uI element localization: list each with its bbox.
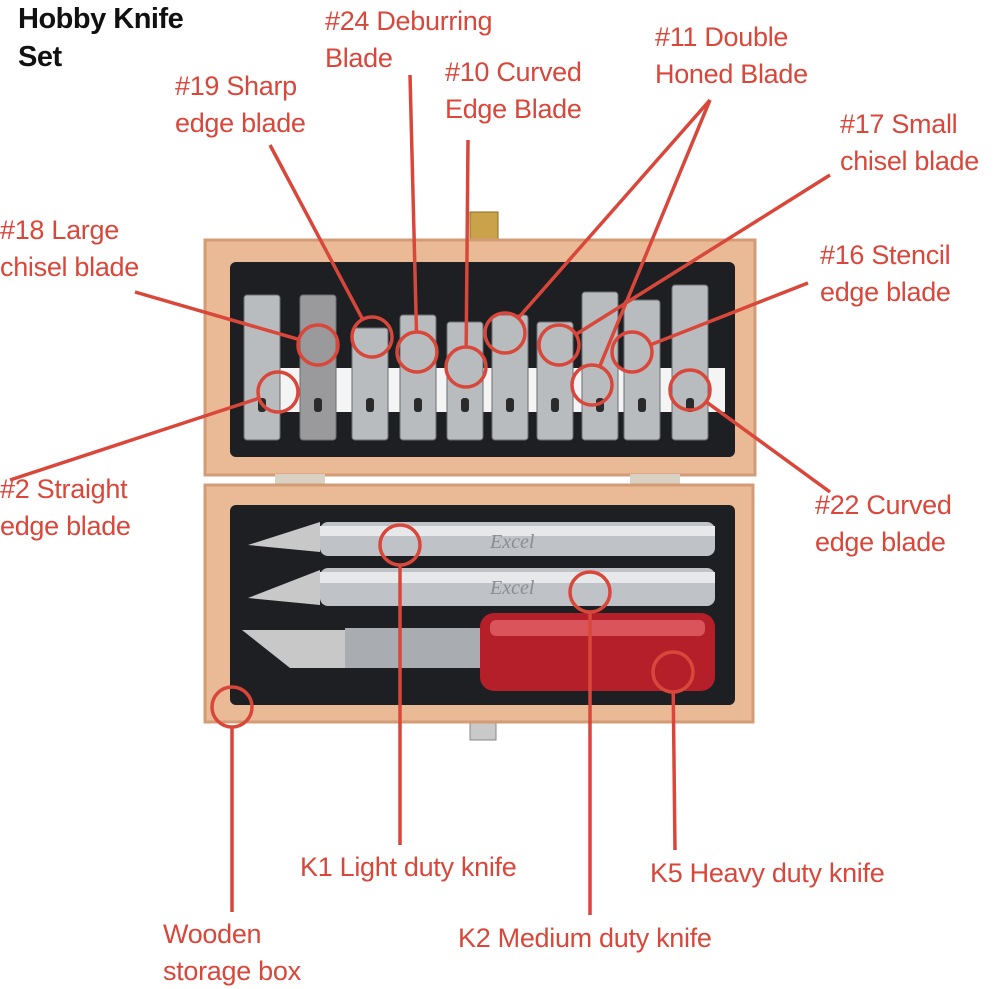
callout-line (9, 396, 260, 482)
k2-knife (248, 568, 715, 606)
blade-body (671, 284, 709, 441)
label-k5-heavy-duty-knife: K5 Heavy duty knife (650, 858, 885, 888)
callout-circle (651, 650, 695, 694)
k5-knife (242, 613, 715, 691)
callout-line (464, 139, 470, 348)
callout-line (134, 290, 300, 342)
blades (243, 284, 709, 441)
blade-body (351, 327, 389, 441)
blade-body (491, 314, 529, 441)
box-latch (469, 211, 499, 243)
callout-line (649, 281, 809, 347)
blade (671, 284, 709, 441)
callout-line (268, 144, 365, 321)
callouts (9, 74, 832, 915)
blade-body (399, 314, 437, 441)
blade-body (536, 321, 574, 441)
blade-slot (414, 398, 422, 412)
blade-slot (366, 398, 374, 412)
callout-line (516, 98, 712, 320)
blade (491, 314, 529, 441)
blade (351, 327, 389, 441)
brand-mark: Excel (489, 577, 535, 599)
callout-circle (537, 323, 581, 367)
blade-slot (314, 398, 322, 412)
callout-circle (395, 330, 439, 374)
blade-slot (638, 398, 646, 412)
callout-circle (210, 685, 254, 729)
callout-line (598, 99, 712, 368)
callout-circle (444, 345, 488, 389)
blade (536, 321, 574, 441)
callout-circle (350, 315, 394, 359)
callout-circle (570, 363, 614, 407)
blade-body (299, 294, 337, 441)
callout-circle (296, 323, 340, 367)
callout-circle (668, 368, 712, 412)
blade-slot (551, 398, 559, 412)
title-line: Hobby Knife (18, 3, 184, 35)
blade-slot (461, 398, 469, 412)
callout-circle (610, 330, 654, 374)
title-line: Set (18, 41, 62, 73)
blade (299, 294, 337, 441)
blade (399, 314, 437, 441)
callout-circle (256, 370, 300, 414)
callout-circle (378, 523, 422, 567)
callout-line (671, 691, 677, 851)
callout-line (705, 400, 832, 494)
callout-circle (483, 311, 527, 355)
k1-knife (248, 522, 715, 556)
hinge (275, 474, 325, 484)
callout-line (575, 173, 831, 336)
label-k1-light-duty-knife: K1 Light duty knife (300, 852, 517, 882)
brand-mark: Excel (489, 531, 535, 553)
callout-circle (568, 570, 612, 614)
blade (243, 294, 281, 441)
hinge (630, 474, 680, 484)
callout-line (408, 74, 419, 333)
blade-slot (506, 398, 514, 412)
label-k2-medium-duty-knife: K2 Medium duty knife (458, 923, 712, 953)
blade-body (243, 294, 281, 441)
